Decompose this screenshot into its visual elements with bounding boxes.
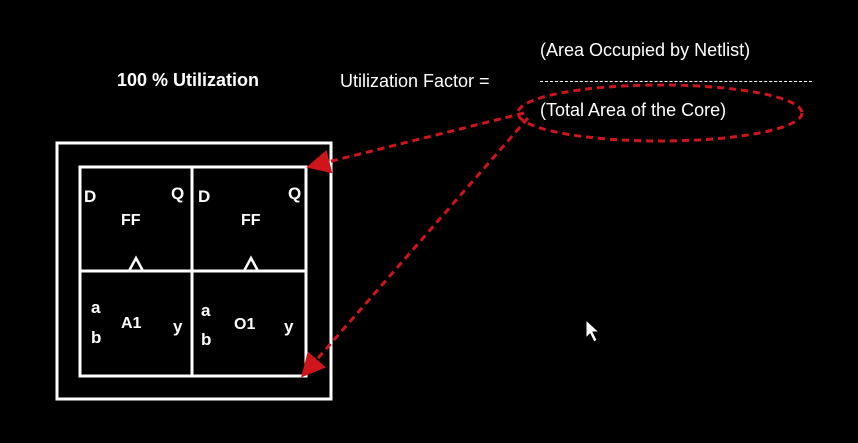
mouse-cursor-icon [585, 318, 601, 343]
ff1-clock-icon [127, 255, 145, 272]
or-a-pin: a [201, 301, 211, 320]
or-b-pin: b [201, 330, 212, 349]
formula-numerator: (Area Occupied by Netlist) [540, 40, 751, 60]
formula-denominator: (Total Area of the Core) [540, 100, 727, 120]
core-boundary [55, 141, 333, 401]
formula-label: Utilization Factor = [340, 71, 490, 91]
fraction-line [540, 81, 812, 82]
ff1-name: FF [121, 212, 141, 229]
ff2-d-pin: D [198, 187, 211, 206]
denominator-highlight [516, 83, 804, 143]
and-b-pin: b [91, 328, 102, 347]
ff2-name: FF [241, 212, 261, 229]
or-name: O1 [234, 316, 256, 333]
and-name: A1 [121, 315, 142, 332]
arrow-to-core-top [306, 111, 525, 174]
and-a-pin: a [91, 298, 101, 317]
and-y-pin: y [173, 317, 183, 336]
ff1-q-pin: Q [171, 184, 185, 203]
ff1-d-pin: D [84, 187, 97, 206]
arrow-to-core-bottom [301, 117, 530, 378]
slide-title: 100 % Utilization [117, 70, 260, 90]
ff2-q-pin: Q [288, 184, 302, 203]
ff2-clock-icon [242, 255, 260, 272]
or-y-pin: y [284, 317, 294, 336]
